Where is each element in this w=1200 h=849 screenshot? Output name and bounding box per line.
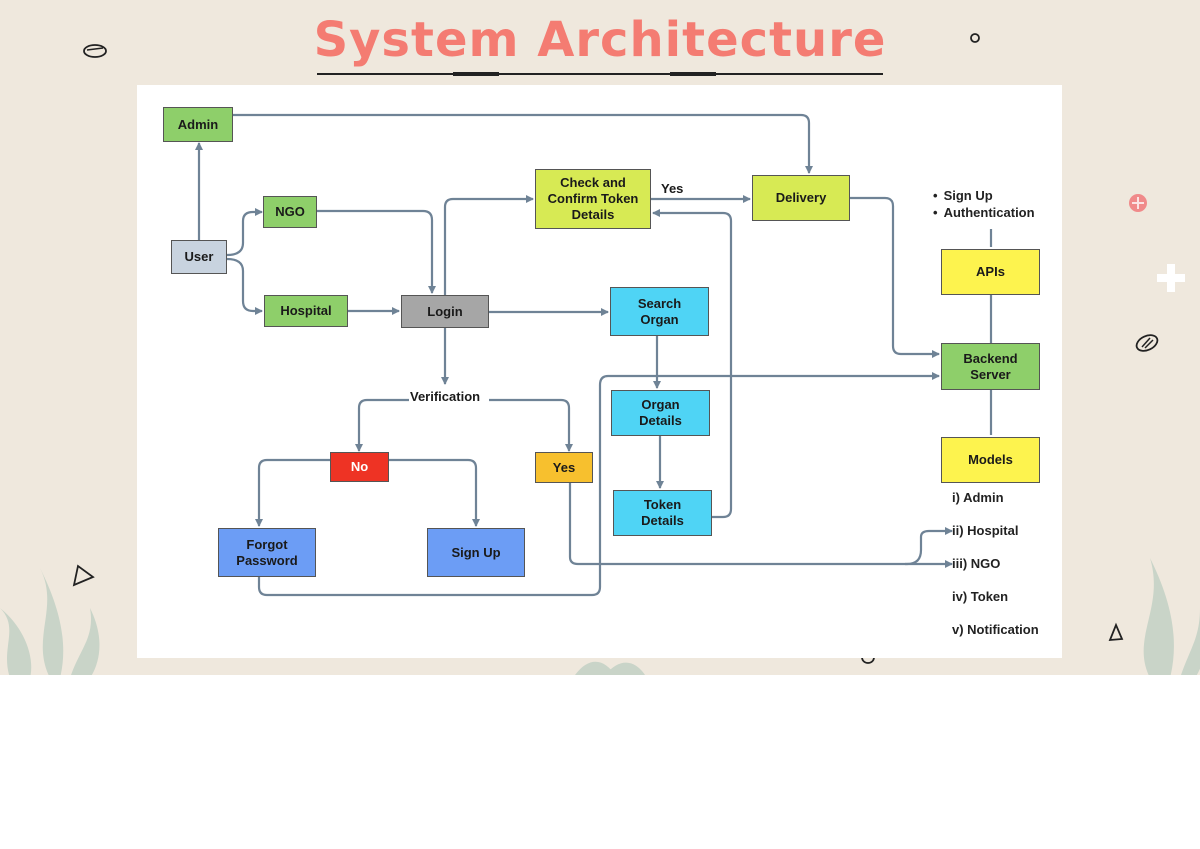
slide-title: System Architecture [313,12,887,68]
node-yes: Yes [535,452,593,483]
title-underline-accent [453,72,499,76]
models-list-item: iv) Token [952,589,1009,604]
node-hospital: Hospital [264,295,348,327]
node-token-details: Token Details [613,490,712,536]
flower-doodle-icon [1129,194,1147,212]
title-underline-accent-2 [670,72,716,76]
leaf-decoration-left [0,568,100,675]
edge-login-check-token [443,195,534,295]
edge-forgot-backend [257,372,940,597]
circle-doodle-icon-2 [861,656,875,664]
architecture-diagram: Admin User NGO Hospital Login Check and … [137,85,1062,658]
node-no: No [330,452,389,482]
node-forgot-password: Forgot Password [218,528,316,577]
leaf-decoration-right [1143,558,1200,675]
models-list-item: i) Admin [952,490,1004,505]
title-underline [317,73,883,75]
edge-user-hospital [226,257,263,315]
edge-no-forgot-password [255,458,330,527]
edge-yes-models [568,483,953,566]
models-list-item: iii) NGO [952,556,1001,571]
pill-doodle-icon [83,44,107,58]
pill-doodle-icon-2 [1135,334,1159,352]
node-login: Login [401,295,489,328]
edge-label-yes: Yes [661,181,684,196]
edge-verification-yes [489,398,573,452]
node-delivery: Delivery [752,175,850,221]
node-user: User [171,240,227,274]
node-sign-up: Sign Up [427,528,525,577]
leaf-decoration-bottom [575,661,645,675]
connector-layer [195,113,993,597]
node-admin: Admin [163,107,233,142]
api-list-item: Authentication [933,205,1035,222]
node-backend-server: Backend Server [941,343,1040,390]
triangle-doodle-icon-2 [1108,622,1124,642]
models-list-item: v) Notification [952,622,1039,637]
node-ngo: NGO [263,196,317,228]
node-models: Models [941,437,1040,483]
triangle-doodle-icon [72,564,95,587]
api-list-item: Sign Up [933,188,1035,205]
edge-user-ngo [226,208,263,257]
circle-doodle-icon [970,33,980,43]
edge-no-sign-up [389,458,480,527]
edge-admin-delivery [233,113,813,174]
node-check-token: Check and Confirm Token Details [535,169,651,229]
plus-doodle-icon [1157,264,1185,292]
node-apis: APIs [941,249,1040,295]
edge-label-verification: Verification [409,389,482,404]
slide: System Architecture [0,0,1200,675]
node-organ-details: Organ Details [611,390,710,436]
edge-ngo-login [317,209,436,294]
edge-token-check [652,209,733,519]
edge-verification-no [355,398,409,452]
models-list-item: ii) Hospital [952,523,1019,538]
api-list: Sign Up Authentication [933,188,1035,222]
node-search-organ: Search Organ [610,287,709,336]
edge-delivery-backend [850,196,940,358]
models-list: i) Admin ii) Hospital iii) NGO iv) Token… [952,490,1039,655]
